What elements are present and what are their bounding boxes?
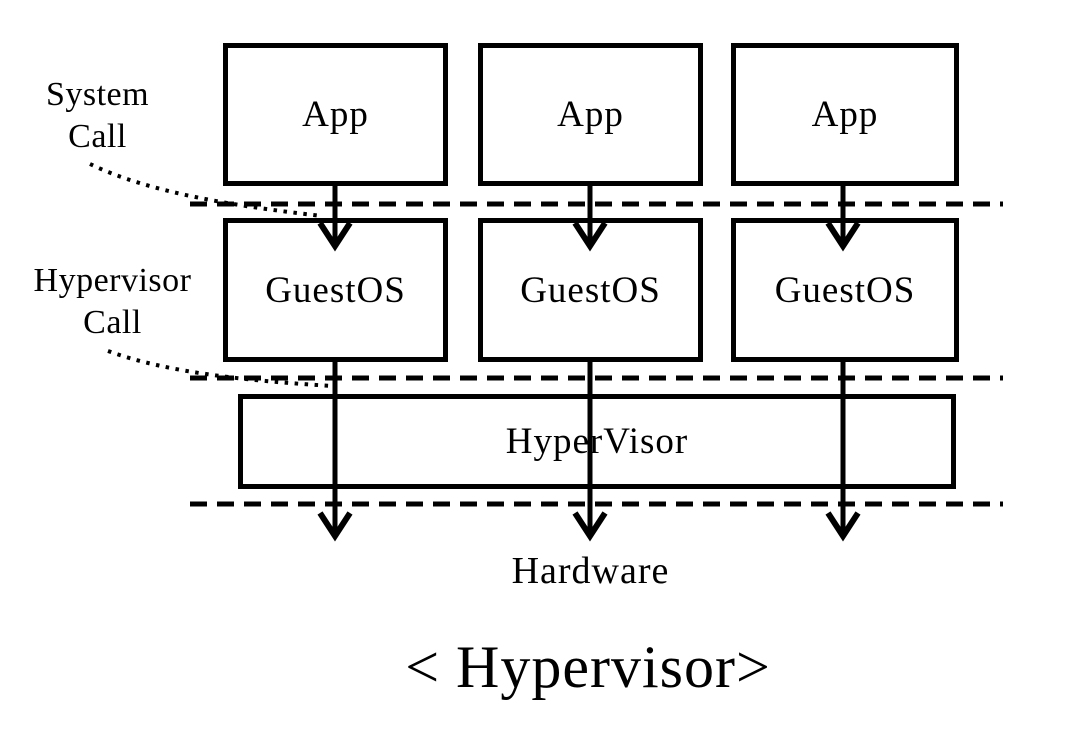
hypervisor-box: HyperVisor [238, 394, 956, 489]
app-box-3: App [731, 43, 959, 186]
arrow-guestos3-head [825, 511, 861, 542]
system-call-label-line1: System [45, 76, 150, 113]
app-box-1: App [223, 43, 448, 186]
guestos-box-1: GuestOS [223, 218, 448, 362]
arrow-guestos1-head [317, 511, 353, 542]
app-box-3-label: App [811, 94, 879, 135]
guestos-box-2: GuestOS [478, 218, 703, 362]
system-call-label: System Call [15, 74, 180, 158]
guestos-box-2-label: GuestOS [520, 269, 661, 311]
app-box-2: App [478, 43, 703, 186]
diagram-title: < Hypervisor> [405, 634, 771, 700]
system-call-label-line2: Call [68, 118, 127, 155]
hypervisor-box-label: HyperVisor [505, 421, 689, 462]
guestos-box-3: GuestOS [731, 218, 959, 362]
arrow-guestos2-head [572, 511, 608, 542]
guestos-box-1-label: GuestOS [265, 269, 406, 311]
hardware-label: Hardware [511, 550, 670, 592]
app-box-2-label: App [557, 94, 624, 135]
app-box-1-label: App [302, 94, 369, 135]
guestos-box-3-label: GuestOS [774, 269, 916, 311]
hypervisor-call-label-line2: Call [83, 304, 142, 341]
hypervisor-call-label: Hypervisor Call [5, 260, 220, 344]
hypervisor-call-label-line1: Hypervisor [33, 262, 192, 299]
